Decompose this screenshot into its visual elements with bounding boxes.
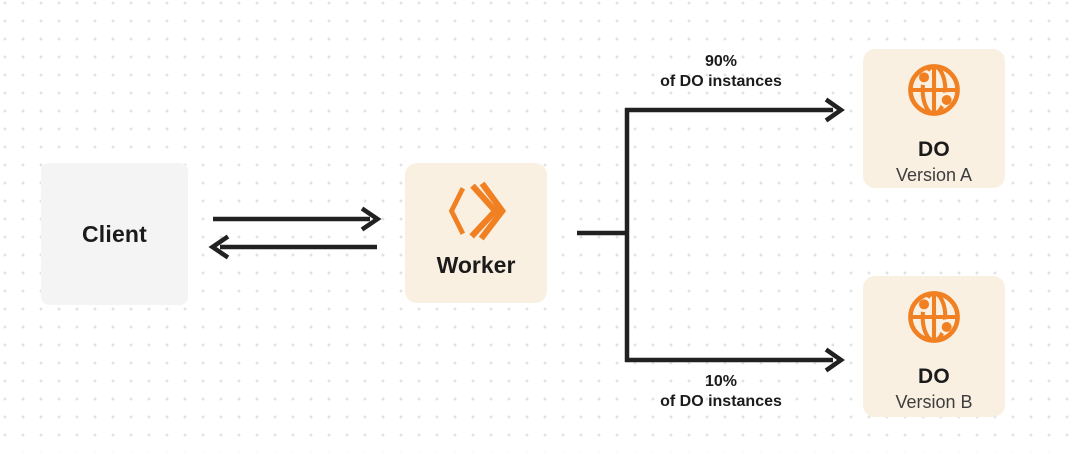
worker-branch-lines xyxy=(577,97,845,373)
worker-to-client-arrow xyxy=(208,234,377,260)
client-node: Client xyxy=(41,163,188,305)
do-b-subtitle: Version B xyxy=(895,392,973,412)
branch-top-label: 90% of DO instances xyxy=(616,52,826,92)
client-label: Client xyxy=(81,220,148,247)
globe-icon xyxy=(908,291,960,343)
branch-bottom-percent: 10% xyxy=(704,373,738,390)
client-to-worker-arrow xyxy=(213,206,382,232)
do-b-title: DO xyxy=(917,365,951,388)
globe-icon xyxy=(908,64,960,116)
do-a-title: DO xyxy=(917,138,951,161)
do-version-b-node: DO Version B xyxy=(863,276,1005,417)
branch-bottom-label: 10% of DO instances xyxy=(616,372,826,412)
branch-bottom-caption: of DO instances xyxy=(660,393,782,410)
workers-logo-icon xyxy=(448,181,507,241)
worker-label: Worker xyxy=(436,252,516,278)
branch-top-caption: of DO instances xyxy=(660,73,782,90)
branch-top-percent: 90% xyxy=(704,53,738,70)
worker-node: Worker xyxy=(405,163,547,303)
do-a-subtitle: Version A xyxy=(895,165,973,185)
do-version-a-node: DO Version A xyxy=(863,49,1005,188)
